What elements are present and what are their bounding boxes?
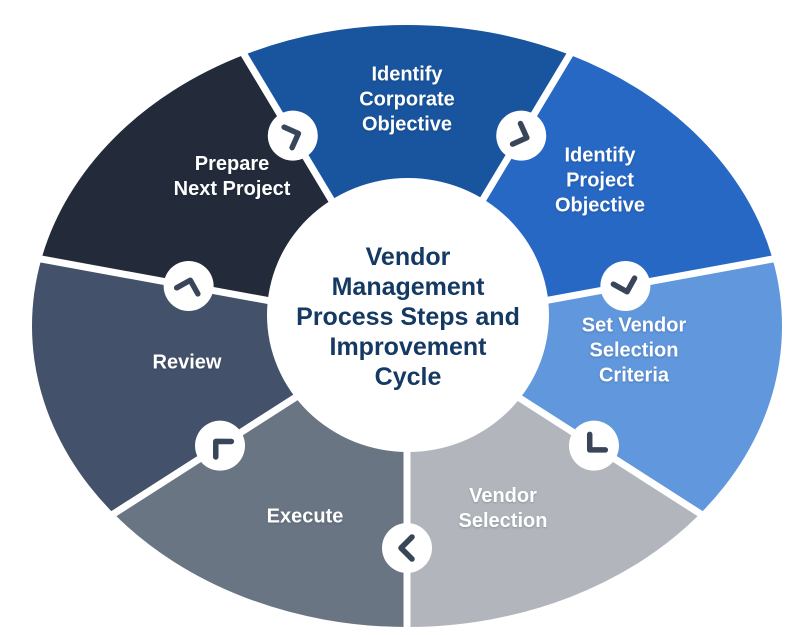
flow-connector bbox=[496, 110, 547, 161]
flow-connector bbox=[163, 260, 214, 311]
chevron-arrow-icon bbox=[398, 534, 415, 562]
chevron-arrow-icon bbox=[173, 277, 201, 297]
connector-circle bbox=[267, 110, 318, 161]
flow-connector bbox=[382, 523, 432, 573]
chevron-arrow-icon bbox=[509, 120, 530, 147]
connector-circle bbox=[382, 523, 432, 573]
connector-circle bbox=[195, 420, 246, 471]
chevron-arrow-icon bbox=[281, 124, 302, 151]
flow-connector bbox=[600, 260, 651, 311]
chevron-arrow-icon bbox=[610, 275, 638, 295]
flow-connector bbox=[568, 420, 619, 471]
connector-circle bbox=[568, 420, 619, 471]
center-hub bbox=[267, 178, 549, 452]
flow-connector bbox=[195, 420, 246, 471]
chevron-arrow-icon bbox=[586, 431, 609, 453]
flow-connector bbox=[267, 110, 318, 161]
connector-circle bbox=[496, 110, 547, 161]
connector-circle bbox=[600, 260, 651, 311]
connector-circle bbox=[163, 260, 214, 311]
segment-identify-corporate-objective bbox=[244, 25, 570, 326]
chevron-arrow-icon bbox=[212, 438, 235, 460]
